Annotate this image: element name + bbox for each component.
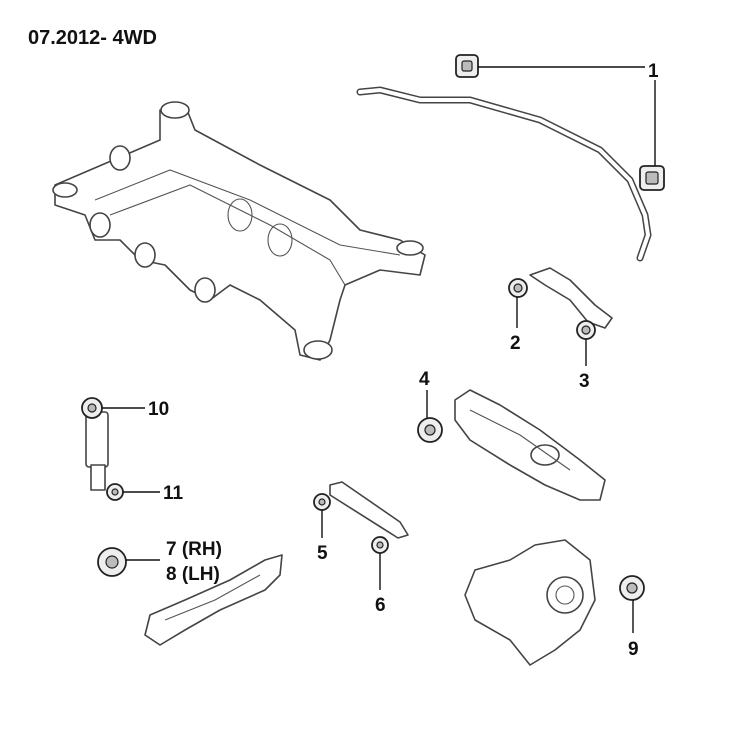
lower-control-arm — [417, 389, 606, 501]
leader-lines — [102, 66, 656, 633]
callout-7-rh: 7 (RH) — [166, 539, 222, 560]
stabilizer-bar — [356, 86, 652, 262]
callout-10: 10 — [148, 399, 169, 420]
callout-1: 1 — [648, 61, 659, 82]
callout-2: 2 — [510, 333, 521, 354]
callout-11: 11 — [163, 483, 184, 504]
rear-subframe — [52, 101, 426, 361]
callout-8-lh: 8 (LH) — [166, 564, 220, 585]
stabilizer-bushing-1 — [455, 54, 665, 191]
upper-control-arm — [508, 267, 613, 340]
callout-5: 5 — [317, 543, 328, 564]
callout-6: 6 — [375, 595, 386, 616]
callout-4: 4 — [419, 369, 430, 390]
callout-3: 3 — [579, 371, 590, 392]
diagram-title: 07.2012- 4WD — [28, 27, 157, 49]
rear-knuckle — [464, 539, 645, 666]
shock-absorber — [81, 397, 124, 501]
callout-9: 9 — [628, 639, 639, 660]
trailing-arm — [97, 547, 283, 646]
lateral-link — [313, 481, 409, 554]
